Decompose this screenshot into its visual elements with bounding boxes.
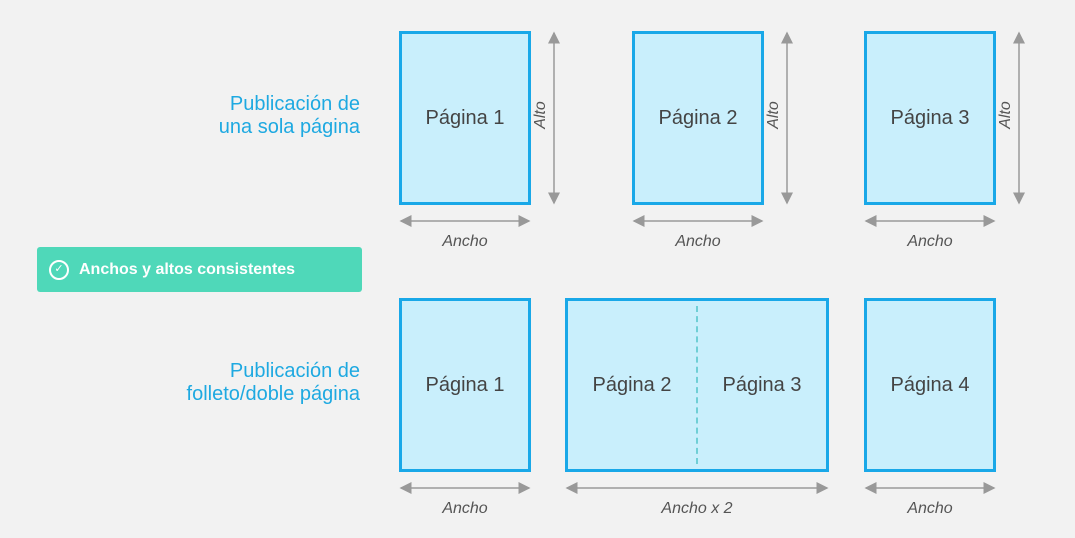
spread-pages-2-3: Página 2 Página 3 [565, 298, 829, 472]
width-label-1: Ancho [442, 233, 488, 250]
single-page-1: Página 1 [399, 31, 531, 205]
page-label: Página 1 [425, 373, 505, 396]
height-label-3: Alto [997, 101, 1014, 129]
badge-text: Anchos y altos consistentes [79, 260, 296, 278]
page-label: Página 2 [658, 106, 738, 129]
page-label: Página 1 [425, 106, 505, 129]
width-label-spread-double: Ancho x 2 [661, 500, 733, 517]
page-label: Página 3 [890, 106, 970, 129]
spread-title-line2: folleto/doble página [186, 383, 360, 405]
single-page-title: Publicación de una sola página [219, 93, 360, 139]
height-label-2: Alto [765, 101, 782, 129]
page-label: Página 3 [722, 373, 802, 396]
single-page-title-line1: Publicación de [229, 93, 360, 115]
single-page-2: Página 2 [632, 31, 764, 205]
page-label: Página 2 [592, 373, 672, 396]
single-page-3: Página 3 [864, 31, 996, 205]
consistent-size-badge: ✓ Anchos y altos consistentes [37, 247, 362, 292]
width-label-spread-4: Ancho [907, 500, 953, 517]
spread-page-3: Página 3 [698, 301, 826, 469]
fold-line [696, 306, 698, 464]
width-label-3: Ancho [907, 233, 953, 250]
spread-page-1: Página 1 [399, 298, 531, 472]
height-label-1: Alto [532, 101, 549, 129]
spread-title: Publicación de folleto/doble página [187, 360, 360, 406]
spread-title-line1: Publicación de [229, 360, 360, 382]
width-label-spread-1: Ancho [442, 500, 488, 517]
width-label-2: Ancho [675, 233, 721, 250]
page-label: Página 4 [890, 373, 970, 396]
spread-page-4: Página 4 [864, 298, 996, 472]
single-page-title-line2: una sola página [218, 116, 360, 138]
spread-page-2: Página 2 [568, 301, 696, 469]
check-circle-icon: ✓ [49, 259, 69, 280]
